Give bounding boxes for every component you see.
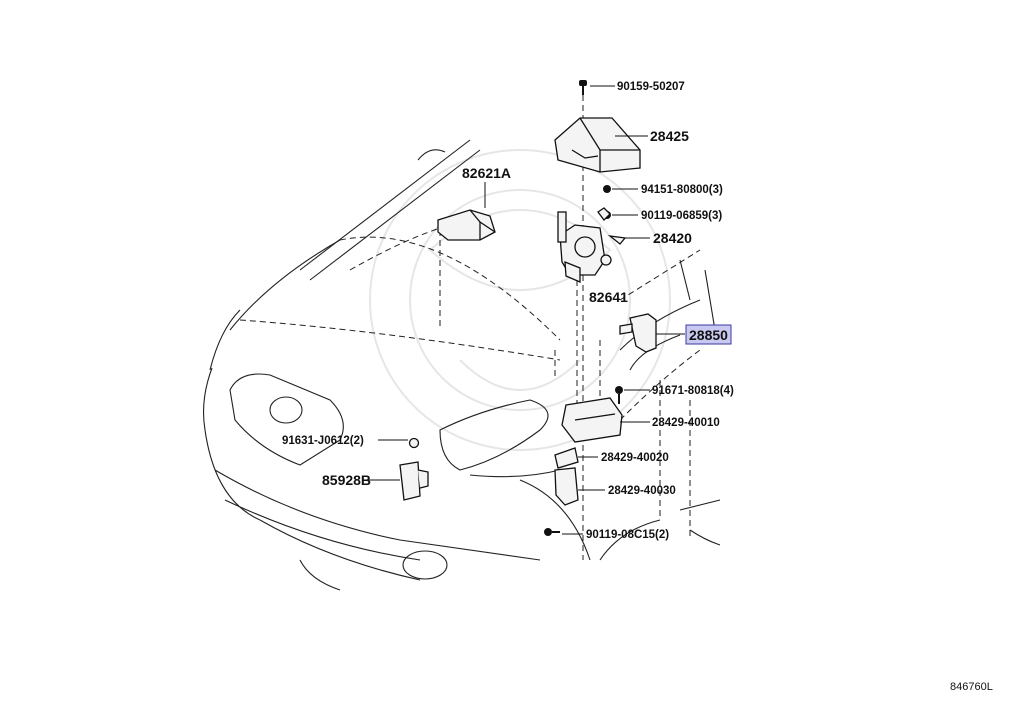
switch-28850-part[interactable] <box>619 313 657 353</box>
callout-28429-40020[interactable]: 28429-40020 <box>601 452 669 464</box>
callout-28420[interactable]: 28420 <box>653 230 692 246</box>
vehicle-body-outline <box>203 139 721 591</box>
bracket-28429-40020-part[interactable] <box>554 447 579 469</box>
callout-91631-j0612[interactable]: 91631-J0612(2) <box>282 435 364 447</box>
bracket-28429-40010-part[interactable] <box>561 397 623 443</box>
highlight-box-28850 <box>685 324 732 345</box>
watermark-emblem <box>369 149 671 451</box>
callout-28429-40030[interactable]: 28429-40030 <box>608 485 676 497</box>
callout-28429-40010[interactable]: 28429-40010 <box>652 417 720 429</box>
callout-90119-08c15[interactable]: 90119-08C15(2) <box>586 529 669 541</box>
bracket-28429-40030-part[interactable] <box>554 467 579 506</box>
figure-number: 846760L <box>950 681 993 693</box>
callout-91671-80818[interactable]: 91671-80818(4) <box>652 385 734 397</box>
callout-90159-50207[interactable]: 90159-50207 <box>617 81 685 93</box>
actuator-28420-part[interactable] <box>557 207 627 283</box>
callout-28850[interactable]: 28850 <box>689 327 728 343</box>
sensor-85928b-part[interactable] <box>399 461 429 501</box>
nut-94151-part[interactable] <box>603 185 611 193</box>
callout-82621a[interactable]: 82621A <box>462 165 511 181</box>
screw-90159-part[interactable] <box>579 80 587 95</box>
callout-94151-80800[interactable]: 94151-80800(3) <box>641 184 723 196</box>
bolt-90119-08c15-part[interactable] <box>544 528 560 536</box>
sensor-82621a-part[interactable] <box>437 209 496 241</box>
callout-82641[interactable]: 82641 <box>589 289 628 305</box>
bolt-91631-part[interactable] <box>408 437 420 449</box>
callout-28425[interactable]: 28425 <box>650 128 689 144</box>
callout-90119-06859[interactable]: 90119-06859(3) <box>641 210 722 222</box>
callout-85928b[interactable]: 85928B <box>322 472 371 488</box>
bolt-91671-part[interactable] <box>615 386 623 404</box>
cover-28425-part[interactable] <box>554 117 641 173</box>
